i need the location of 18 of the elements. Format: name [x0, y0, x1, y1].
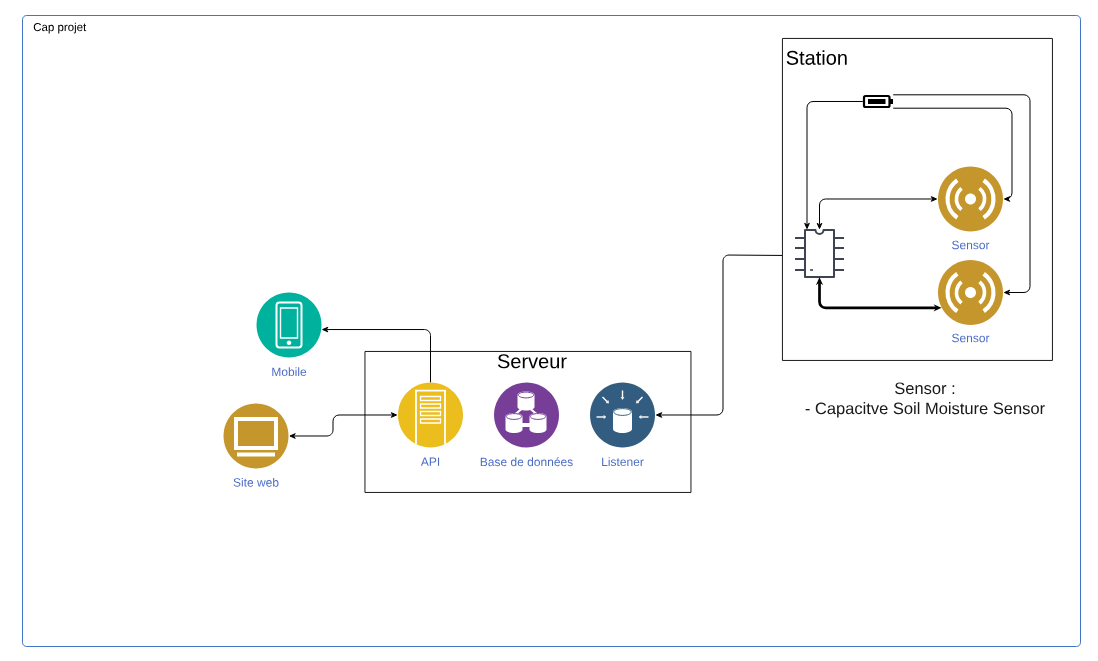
arrow	[322, 326, 431, 383]
arrow	[804, 101, 864, 230]
node-label: API	[420, 457, 440, 466]
arrow	[655, 254, 783, 418]
arrow	[892, 94, 1031, 296]
node-label: Listener	[602, 457, 644, 467]
double-arrow	[289, 412, 398, 439]
arrow	[892, 107, 1013, 202]
node-label: Sensor	[952, 240, 990, 250]
battery-icon	[862, 94, 893, 109]
note-text: - Capacitve Soil Moisture Sensor	[805, 402, 1045, 418]
chip-icon	[794, 229, 845, 278]
double-arrow	[816, 196, 938, 230]
node-label: Site web	[233, 477, 279, 487]
node-label: Base de données	[480, 457, 573, 467]
node-label: Sensor	[952, 333, 990, 343]
node-label: Mobile	[272, 367, 307, 377]
note-text: Sensor :	[895, 382, 955, 395]
